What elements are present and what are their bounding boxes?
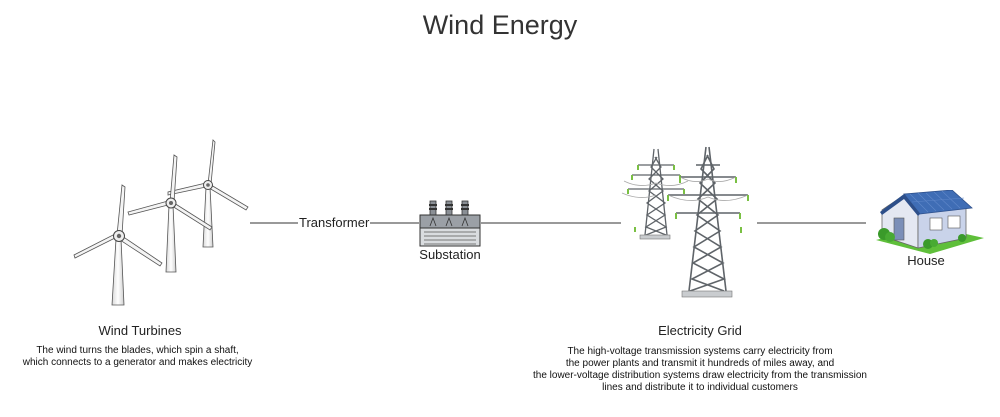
turbines-description-line: which connects to a generator and makes … [22, 357, 253, 368]
transmission-tower-icon [621, 146, 749, 298]
house-icon [876, 190, 984, 254]
substation-label: Substation [419, 247, 481, 262]
bushings [429, 200, 469, 216]
wind-turbine-icon [73, 139, 249, 306]
edge-label-transformer: Transformer [298, 215, 371, 230]
turbines-description: The wind turns the blades, which spin a … [0, 345, 275, 369]
transformer-icon [419, 200, 481, 247]
turbine-back [167, 139, 249, 248]
tower-back [628, 148, 684, 236]
grid-description: The high-voltage transmission systems ca… [500, 346, 900, 394]
grid-description-line: The high-voltage transmission systems ca… [567, 346, 833, 357]
grid-description-line: the lower-voltage distribution systems d… [532, 370, 867, 381]
grid-description-line: the power plants and transmit it hundred… [565, 358, 835, 369]
grid-label: Electricity Grid [658, 323, 742, 338]
tower-front [668, 146, 748, 292]
diagram-title: Wind Energy [422, 10, 578, 40]
turbines-description-line: The wind turns the blades, which spin a … [36, 345, 239, 356]
house-label: House [907, 253, 945, 268]
grid-description-line: lines and distribute it to individual cu… [602, 382, 798, 393]
turbine-middle [127, 154, 213, 273]
turbine-front [73, 184, 163, 306]
turbines-label: Wind Turbines [98, 323, 182, 338]
